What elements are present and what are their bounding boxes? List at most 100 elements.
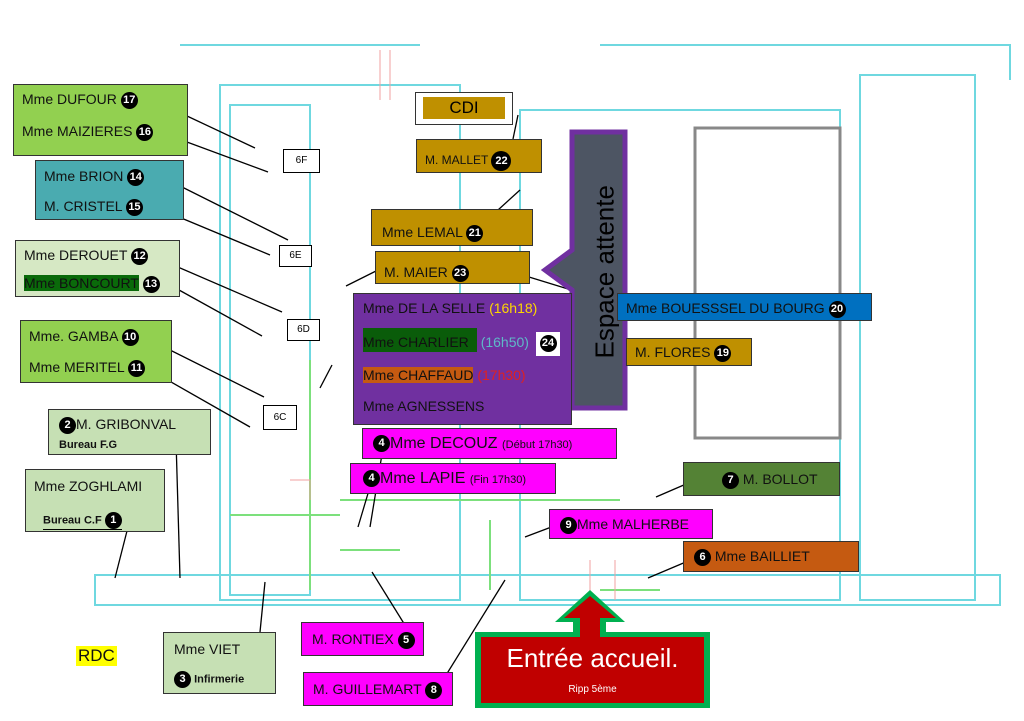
floor-label: RDC (76, 646, 117, 666)
number-badge: 4 (363, 470, 380, 488)
label-text: M. RONTIEX (312, 631, 394, 647)
teacher-gamba: Mme. GAMBA 10 (29, 328, 139, 346)
number-badge: 15 (125, 198, 143, 216)
number-badge: 10 (121, 328, 139, 346)
number-badge: 8 (425, 681, 443, 699)
teacher-maizieres: Mme MAIZIERES 16 (22, 123, 154, 141)
label-text: CDI (423, 97, 505, 119)
entrance-subtitle: Ripp 5ème (568, 684, 617, 695)
zoghlami-box: Mme ZOGHLAMI Bureau C.F 1 (25, 469, 165, 532)
number-badge: 24 (539, 335, 557, 353)
teacher-boncourt: Mme BONCOURT 13 (24, 275, 160, 293)
number-badge: 6 (694, 548, 711, 566)
teacher-brion: Mme BRION 14 (44, 168, 145, 186)
number-badge: 7 (722, 471, 739, 489)
number-badge: 2 (59, 416, 76, 434)
label-text: Mme BOUESSSEL DU BOURG (626, 300, 825, 316)
label-text: Bureau C.F (43, 514, 102, 527)
number-badge: 5 (397, 631, 415, 649)
label-text: M. GUILLEMART (313, 681, 422, 697)
number-badge: 16 (136, 123, 154, 141)
office-label: Bureau C.F 1 (43, 512, 122, 530)
bailliet-box: 6 Mme BAILLIET (683, 541, 859, 572)
office-label: Bureau F.G (59, 439, 118, 451)
teacher-derouet: Mme DEROUET 12 (24, 247, 149, 265)
label-text: Mme MALHERBE (577, 516, 690, 532)
label-text: Mme BONCOURT (24, 275, 139, 291)
number-badge: 19 (714, 344, 732, 362)
label-text: Mme BAILLIET (714, 548, 810, 564)
label-text: (17h30) (477, 367, 526, 383)
entrance-title: Entrée accueil. (506, 643, 679, 673)
cdi-box: CDI (415, 92, 513, 125)
room-6e: 6E (279, 245, 312, 267)
teacher-cristel: M. CRISTEL 15 (44, 198, 143, 216)
label-text: Mme MAIZIERES (22, 123, 133, 139)
label-text: Mme DUFOUR (22, 91, 117, 107)
label-text: Mme DE LA SELLE (363, 300, 486, 316)
number-badge: 14 (127, 168, 145, 186)
number-badge: 4 (373, 435, 390, 453)
number-badge: 22 (491, 151, 512, 171)
teacher-row: Mme AGNESSENS (363, 398, 485, 414)
label-text: (Début 17h30) (502, 439, 573, 451)
teacher-row: Mme CHARLIER (16h50) (363, 328, 529, 352)
label-text: (Fin 17h30) (469, 474, 527, 486)
group-brion-cristel: Mme BRION 14 M. CRISTEL 15 (35, 160, 184, 220)
number-badge: 23 (451, 264, 469, 282)
label-text: Mme DEROUET (24, 247, 128, 263)
number-badge: 13 (142, 275, 160, 293)
label-text: M. GRIBONVAL (76, 416, 177, 432)
label-text: Mme LAPIE (380, 470, 466, 487)
label-text: M. MAIER (384, 264, 448, 280)
number-badge: 21 (466, 224, 484, 242)
lemal-box: Mme LEMAL 21 (371, 209, 533, 246)
label-text: Mme LEMAL (382, 224, 463, 240)
label-text: (16h18) (489, 300, 538, 316)
label-text: M. BOLLOT (742, 471, 818, 487)
label-text: Mme MERITEL (29, 359, 125, 375)
label-text: Infirmerie (194, 673, 245, 686)
label-text: Mme CHARLIER (363, 328, 477, 352)
maier-box: M. MAIER 23 (375, 251, 530, 284)
number-badge: 3 (174, 671, 191, 688)
number-badge: 12 (131, 247, 149, 265)
bouesssel-box: Mme BOUESSSEL DU BOURG 20 (617, 293, 872, 321)
label-text: M. CRISTEL (44, 198, 123, 214)
group-gamba-meritel: Mme. GAMBA 10 Mme MERITEL 11 (20, 320, 172, 383)
rontiex-box: M. RONTIEX 5 (301, 622, 424, 656)
room-6f: 6F (283, 149, 320, 173)
teacher-meritel: Mme MERITEL 11 (29, 359, 146, 377)
teacher-row: Mme CHAFFAUD (17h30) (363, 367, 526, 383)
group-derouet-boncourt: Mme DEROUET 12 Mme BONCOURT 13 (15, 240, 180, 297)
teacher-dufour: Mme DUFOUR 17 (22, 91, 138, 109)
label-text: Mme ZOGHLAMI (34, 478, 143, 494)
label-text: M. MALLET (425, 153, 489, 168)
number-badge: 9 (560, 516, 577, 534)
guillemart-box: M. GUILLEMART 8 (303, 672, 453, 706)
teacher-row: Mme DE LA SELLE (16h18) (363, 300, 537, 316)
purple-group: Mme DE LA SELLE (16h18) Mme CHARLIER (16… (353, 293, 572, 425)
label-text: M. FLORES (635, 344, 711, 360)
room-6c: 6C (263, 405, 297, 430)
bollot-box: 7 M. BOLLOT (683, 462, 840, 496)
label-text: Mme BRION (44, 168, 124, 184)
number-badge: 20 (828, 300, 846, 318)
number-badge: 17 (120, 91, 138, 109)
group-dufour-maizieres: Mme DUFOUR 17 Mme MAIZIERES 16 (13, 84, 188, 156)
number-badge: 1 (104, 512, 122, 529)
label-text: Mme. GAMBA (29, 328, 118, 344)
label-text: Mme CHAFFAUD (363, 367, 474, 383)
label-text: (16h50) (480, 334, 529, 350)
label-text: Mme VIET (174, 641, 241, 657)
mallet-box: M. MALLET 22 (416, 139, 542, 173)
label-text: Mme DECOUZ (390, 435, 498, 452)
room-6d: 6D (287, 319, 320, 341)
number-badge: 11 (128, 359, 146, 377)
